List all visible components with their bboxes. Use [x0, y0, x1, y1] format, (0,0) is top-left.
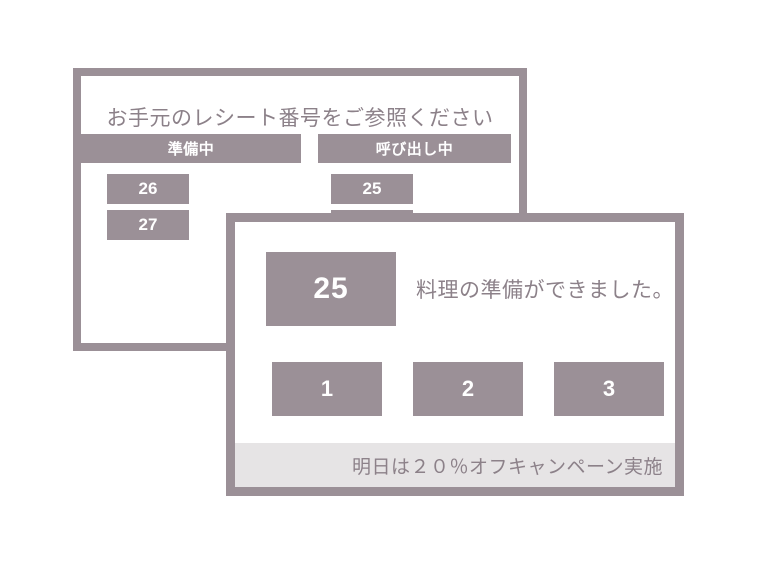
ticket-number[interactable]: 27	[107, 210, 189, 240]
column-header-preparing: 準備中	[81, 134, 301, 163]
notification-action-row: 1 2 3	[272, 362, 664, 416]
action-button-1[interactable]: 1	[272, 362, 382, 416]
queue-column-preparing: 準備中 26 27	[81, 134, 313, 344]
notification-body: 25 料理の準備ができました。 1 2 3	[235, 222, 675, 443]
ticket-list-preparing: 26 27	[81, 163, 313, 240]
action-button-2[interactable]: 2	[413, 362, 523, 416]
ticket-number[interactable]: 26	[107, 174, 189, 204]
notification-header-row: 25 料理の準備ができました。	[266, 252, 674, 326]
notification-message: 料理の準備ができました。	[416, 279, 674, 302]
promo-banner: 明日は２０％オフキャンペーン実施	[235, 443, 675, 487]
notification-ticket-number: 25	[266, 252, 396, 326]
column-header-calling: 呼び出し中	[318, 134, 511, 163]
ticket-number[interactable]: 25	[331, 174, 413, 204]
order-ready-notification-panel: 25 料理の準備ができました。 1 2 3 明日は２０％オフキャンペーン実施	[226, 213, 684, 496]
action-button-3[interactable]: 3	[554, 362, 664, 416]
board-title: お手元のレシート番号をご参照ください	[106, 106, 494, 130]
